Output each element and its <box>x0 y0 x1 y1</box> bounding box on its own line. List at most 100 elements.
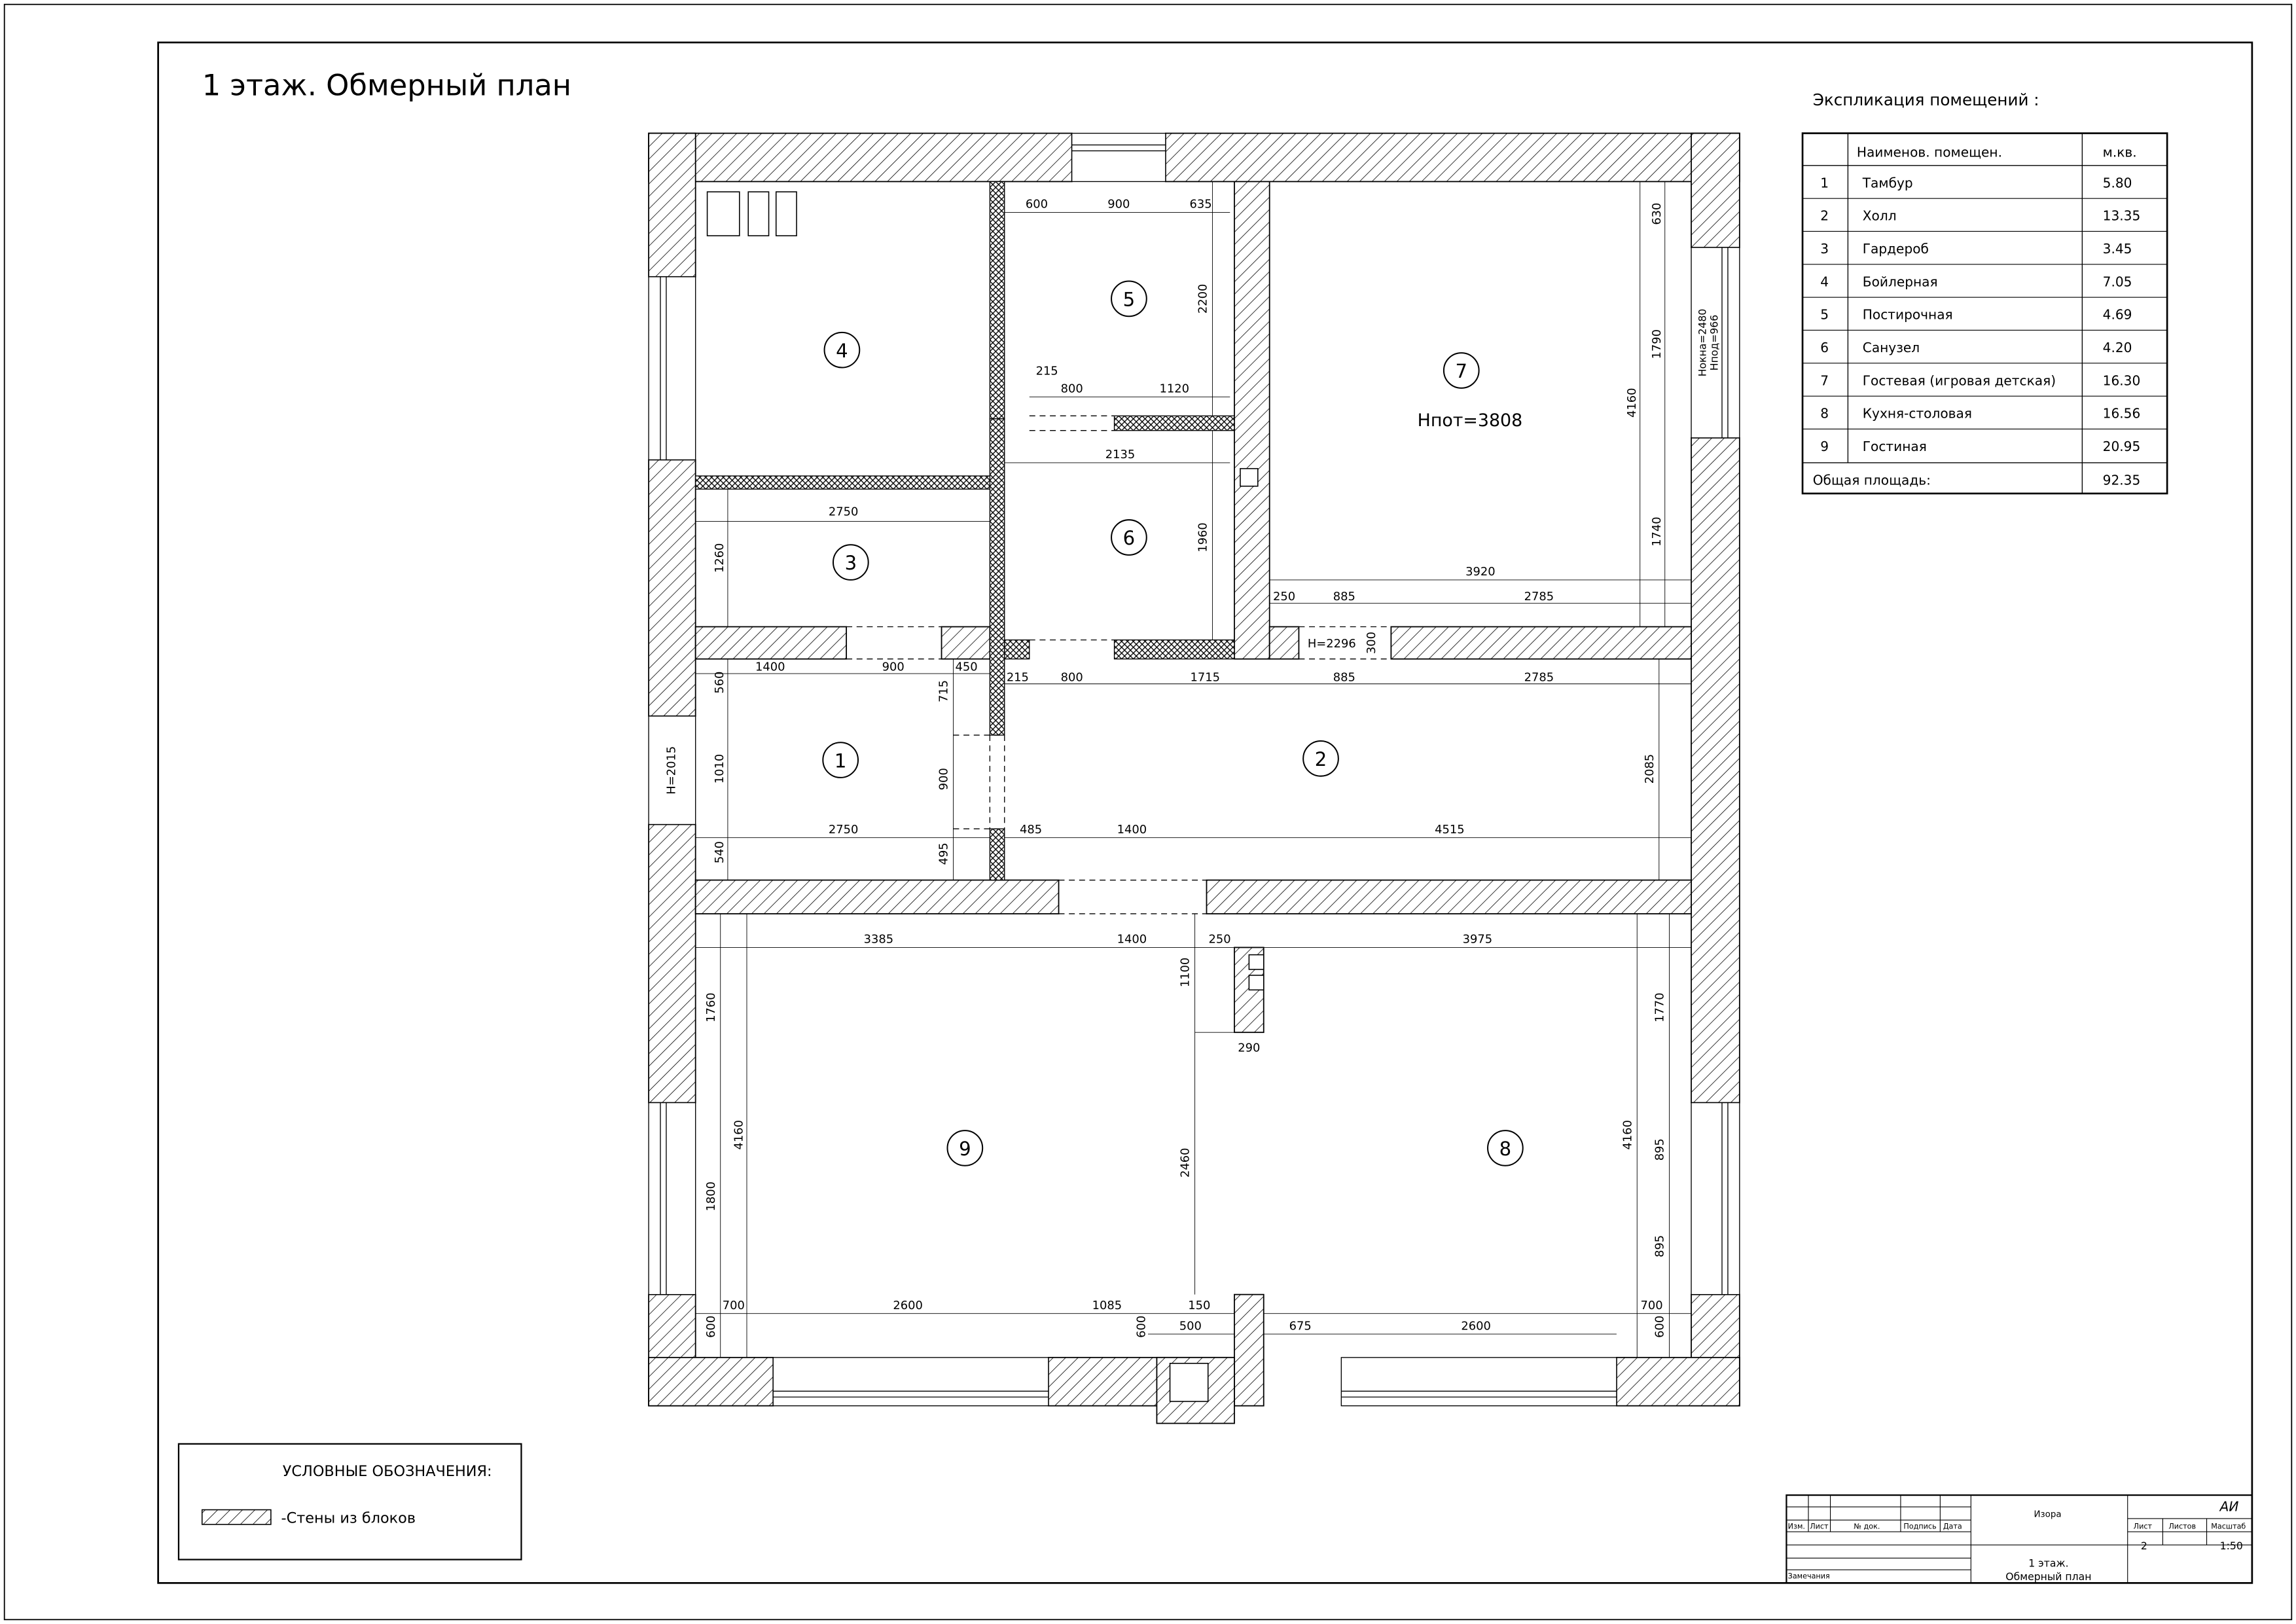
stamp-drawing-title-2: Обмерный план <box>2005 1570 2091 1583</box>
title-block: Изм. Лист № док. Подпись Дата Замечания … <box>1785 1494 2253 1584</box>
explication-total-value: 92.35 <box>2103 472 2141 488</box>
stamp-change-label: Изм. <box>1788 1523 1805 1531</box>
room-marker-7 <box>1443 352 1480 389</box>
explication-row-number: 9 <box>1820 439 1829 454</box>
legend: УСЛОВНЫЕ ОБОЗНАЧЕНИЯ: -Стены из блоков <box>177 1443 522 1561</box>
stamp-date-label: Дата <box>1943 1523 1962 1531</box>
stamp-drawing-title-1: 1 этаж. <box>2028 1557 2068 1570</box>
dim-text: 1760 <box>704 992 718 1022</box>
room-7-height: Hпот=3808 <box>1418 410 1523 431</box>
dim-text: 3975 <box>1463 933 1493 947</box>
explication-row-name: Холл <box>1863 208 1897 224</box>
explication-total-label: Общая площадь: <box>1813 472 1931 488</box>
room-label-8: 8 <box>1499 1138 1512 1160</box>
dim-text: 800 <box>1061 382 1083 396</box>
dim-text: 600 <box>1135 1316 1149 1338</box>
stamp-sheet-number: 2 <box>2141 1540 2147 1552</box>
dim-text: 1800 <box>704 1182 718 1211</box>
dim-text: 1260 <box>713 543 726 573</box>
dim-text: 2085 <box>1643 754 1657 784</box>
entry-opening-height: H=2015 <box>664 746 678 795</box>
dim-text: 2600 <box>1461 1319 1491 1333</box>
dim-text: 485 <box>1020 823 1042 837</box>
stamp-author: Изора <box>2034 1510 2062 1520</box>
explication-row-number: 4 <box>1820 274 1829 289</box>
explication-col-area: м.кв. <box>2103 144 2137 160</box>
dim-text: 500 <box>1179 1319 1202 1333</box>
dim-text: 885 <box>1333 590 1355 604</box>
dim-text: 2600 <box>893 1299 923 1312</box>
legend-item: -Стены из блоков <box>281 1510 416 1527</box>
explication-col-name: Наименов. помещен. <box>1857 144 2002 160</box>
dim-text: 700 <box>1641 1299 1663 1312</box>
room-marker-4 <box>823 331 861 369</box>
stamp-sheets-head: Лист <box>2134 1523 2153 1531</box>
drawing-title: 1 этаж. Обмерный план <box>202 67 571 102</box>
outer-frame <box>3 3 2293 1621</box>
dim-text: 715 <box>937 680 950 702</box>
dim-text: 1770 <box>1653 992 1667 1022</box>
dim-text: 3920 <box>1465 565 1496 579</box>
room-marker-6 <box>1111 519 1147 556</box>
dim-text: 4160 <box>1621 1120 1634 1149</box>
room-marker-2 <box>1302 740 1339 777</box>
explication-row-area: 16.56 <box>2103 406 2141 422</box>
room-label-5: 5 <box>1123 289 1136 311</box>
legend-swatch <box>201 1509 272 1525</box>
dim-text: 1715 <box>1191 670 1221 684</box>
explication-row-number: 8 <box>1820 406 1829 422</box>
dim-text: 2750 <box>829 823 859 837</box>
dim-text: 1120 <box>1160 382 1190 396</box>
stamp-doc-label: № док. <box>1854 1523 1880 1531</box>
explication-row-name: Гостевая (игровая детская) <box>1863 372 2056 388</box>
equipment <box>706 191 1265 1402</box>
room-label-6: 6 <box>1123 527 1136 549</box>
stamp-sheet-label: Лист <box>1810 1523 1829 1531</box>
room-label-4: 4 <box>836 340 848 362</box>
explication-row-number: 2 <box>1820 208 1829 224</box>
explication-row-name: Тамбур <box>1862 175 1913 190</box>
dim-text: 900 <box>882 660 905 674</box>
explication-row-area: 4.20 <box>2103 340 2132 355</box>
partitions <box>695 181 1235 881</box>
dim-text: 4160 <box>1625 388 1639 417</box>
dim-text: 495 <box>937 842 950 865</box>
dim-text: 895 <box>1653 1138 1667 1161</box>
dim-text: 700 <box>723 1299 745 1312</box>
dim-text: 2460 <box>1179 1148 1193 1178</box>
dim-text: 1740 <box>1650 516 1664 546</box>
dim-text: 885 <box>1333 670 1355 684</box>
dim-text: 300 <box>1365 632 1378 654</box>
dim-text: 895 <box>1653 1235 1667 1257</box>
room-label-1: 1 <box>834 749 847 772</box>
room-label-3: 3 <box>845 552 857 574</box>
dim-text: 540 <box>713 841 726 863</box>
stamp-scale: 1:50 <box>2220 1540 2243 1552</box>
explication-row-name: Санузел <box>1863 340 1920 355</box>
hall-opening-height: H=2296 <box>1308 637 1356 651</box>
dim-text: 600 <box>1653 1316 1667 1338</box>
room-marker-9 <box>946 1130 984 1166</box>
dim-text: 1400 <box>1117 933 1147 947</box>
window-height-note: Hокна=2480 <box>1696 309 1708 377</box>
dim-text: 2785 <box>1524 590 1554 604</box>
dim-text: 560 <box>713 671 726 693</box>
legend-title: УСЛОВНЫЕ ОБОЗНАЧЕНИЯ: <box>283 1463 492 1480</box>
floor-plan: 1 2 3 4 5 6 7 8 9 Hпот=3808 H=2296 H=201… <box>648 132 1740 1424</box>
explication-row-area: 3.45 <box>2103 241 2132 257</box>
dim-text: 215 <box>1007 670 1029 684</box>
dim-text: 2135 <box>1105 448 1136 461</box>
dim-text: 215 <box>1036 365 1058 378</box>
stamp-sheets-count-head: Листов <box>2168 1523 2196 1531</box>
dim-text: 250 <box>1209 933 1231 947</box>
dim-text: 630 <box>1650 203 1664 225</box>
